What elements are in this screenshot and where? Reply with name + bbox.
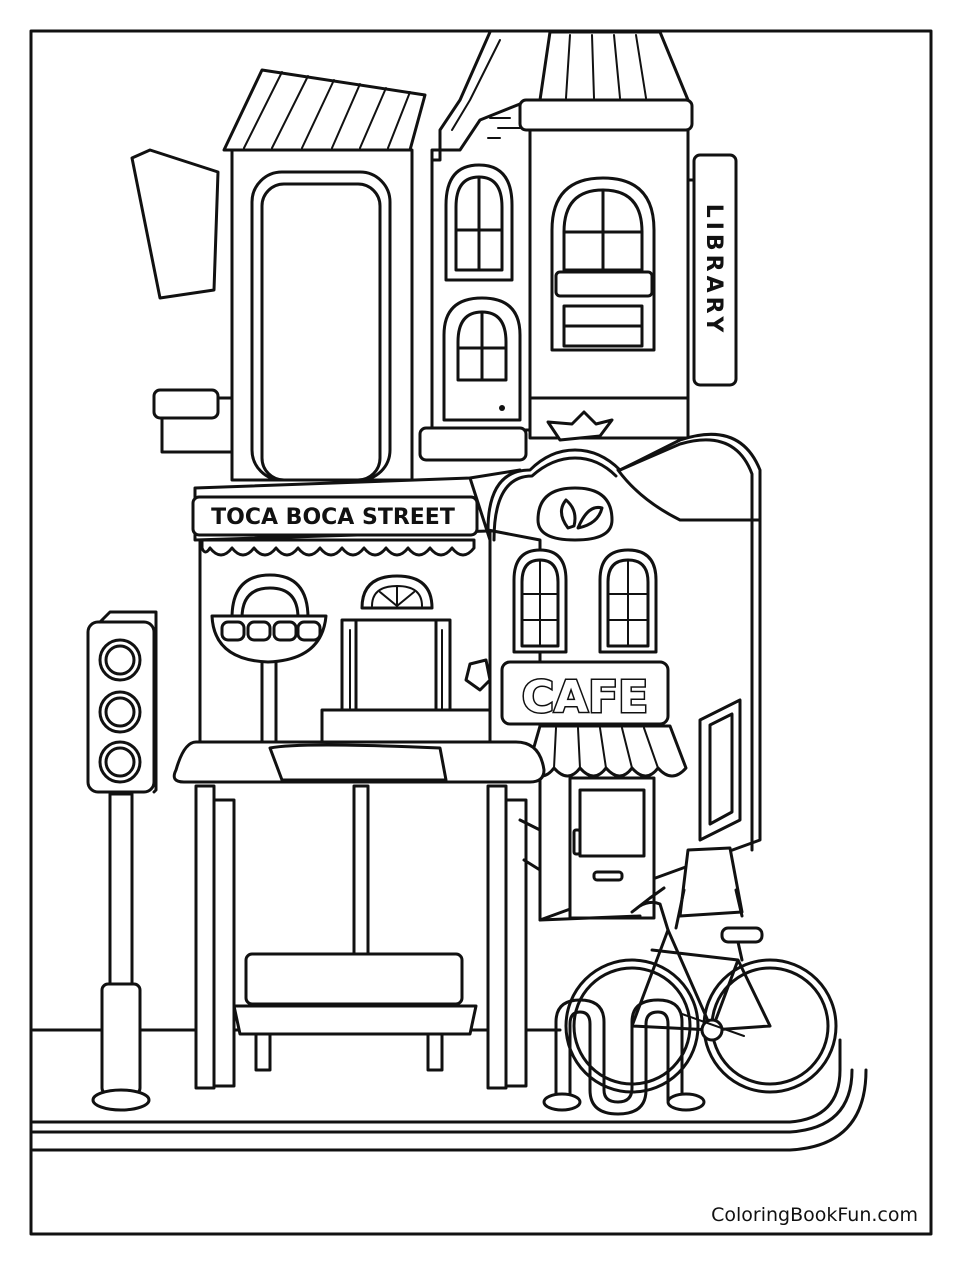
cafe-base-line	[538, 914, 642, 922]
traffic-light	[86, 610, 158, 1112]
street-shop: TOCA BOCA STREET	[191, 468, 522, 762]
sidewalk	[31, 1028, 868, 1152]
library-sign-text: LIBRARY	[701, 204, 726, 337]
bus-shelter	[172, 740, 546, 1090]
rooftop-ornament	[546, 410, 614, 442]
page-frame	[29, 29, 933, 1236]
back-tower	[222, 68, 427, 482]
sandwich-board	[674, 846, 744, 930]
cafe-sign	[500, 660, 670, 726]
street-sign-text: TOCA BOCA STREET	[211, 505, 455, 530]
street-sign	[191, 495, 479, 537]
bicycle	[564, 886, 838, 1094]
library-sign: LIBRARY	[686, 153, 738, 387]
library-tower	[518, 30, 694, 440]
hanging-sign-left	[130, 148, 234, 454]
middle-house	[418, 30, 532, 462]
cafe-building: CAFE	[486, 432, 762, 922]
site-watermark: ColoringBookFun.com	[711, 1204, 918, 1226]
leaf-icon	[560, 498, 604, 530]
cafe-sign-text: CAFE	[522, 672, 648, 723]
